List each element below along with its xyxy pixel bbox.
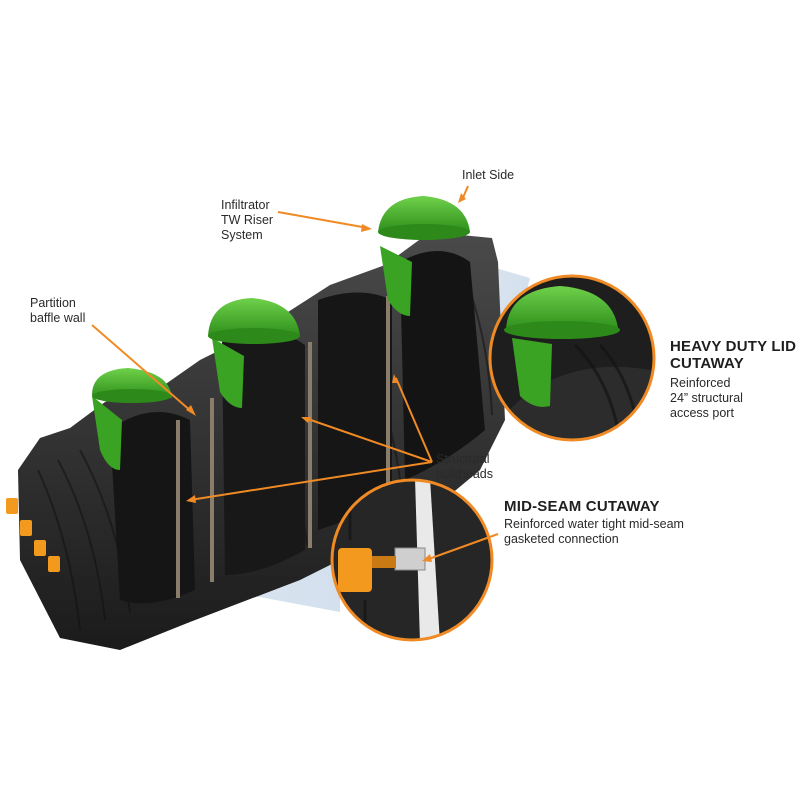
- partition-wall-line-2: baffle wall: [30, 311, 86, 325]
- riser-lid-left: [92, 368, 172, 470]
- lid-callout-body-line-2: 24” structural: [670, 391, 743, 405]
- structural-bulkheads-label: Structural bulkheads: [436, 452, 493, 482]
- lid-callout-title-line-1: HEAVY DUTY LID: [670, 338, 797, 355]
- lid-cutaway-circle: [488, 274, 656, 442]
- lid-callout-body: Reinforced 24” structural access port: [670, 376, 743, 421]
- septic-tank-body: [18, 232, 505, 650]
- seam-cutaway-circle: [330, 478, 494, 642]
- seam-callout-title: MID-SEAM CUTAWAY: [504, 498, 660, 515]
- leader-lines: [91, 185, 499, 562]
- partition-wall-label: Partition baffle wall: [30, 296, 85, 326]
- seam-callout-body-line-2: gasketed connection: [504, 532, 619, 546]
- riser-lid-inlet: [378, 196, 470, 316]
- seam-callout-body: Reinforced water tight mid-seam gasketed…: [504, 517, 684, 547]
- structural-bulkheads-line-2: bulkheads: [436, 467, 493, 481]
- riser-lid-middle: [208, 298, 300, 408]
- bulkhead-posts: [176, 296, 390, 598]
- lid-callout-body-line-3: access port: [670, 406, 734, 420]
- structural-bulkheads-line-1: Structural: [436, 452, 490, 466]
- seam-callout-body-line-1: Reinforced water tight mid-seam: [504, 517, 684, 531]
- lid-callout-title-line-2: CUTAWAY: [670, 355, 744, 372]
- riser-system-line-2: TW Riser: [221, 213, 274, 227]
- riser-system-label: Infiltrator TW Riser System: [221, 198, 273, 243]
- lid-callout-body-line-1: Reinforced: [670, 376, 731, 390]
- riser-system-line-3: System: [221, 228, 263, 242]
- riser-system-line-1: Infiltrator: [221, 198, 270, 212]
- partition-wall-line-1: Partition: [30, 296, 76, 310]
- inlet-side-label: Inlet Side: [462, 168, 515, 182]
- mid-seam-clips: [6, 498, 60, 572]
- lid-callout-title: HEAVY DUTY LID CUTAWAY: [670, 338, 796, 372]
